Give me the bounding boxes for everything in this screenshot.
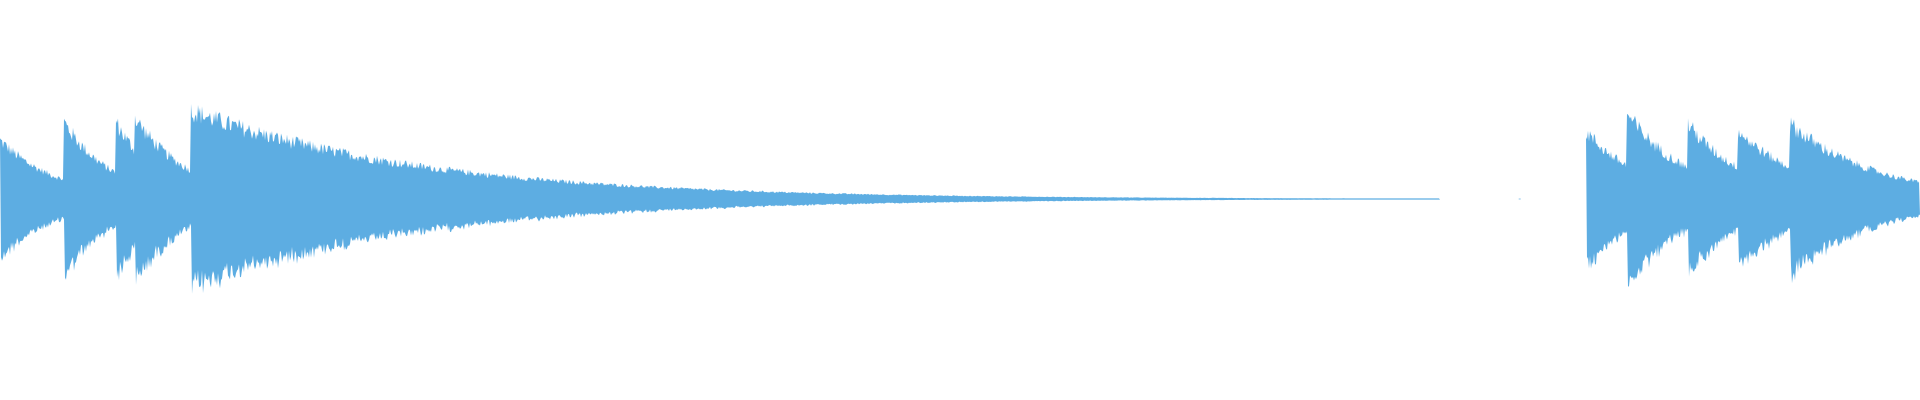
- waveform-dot: [1167, 198, 1170, 200]
- waveform-dot: [1518, 198, 1521, 200]
- waveform-dot: [1144, 198, 1147, 200]
- waveform-bars: [0, 103, 1920, 294]
- waveform-dot: [1159, 198, 1162, 200]
- waveform-dot: [1136, 198, 1139, 200]
- waveform-dot: [1152, 198, 1154, 200]
- waveform-segment: [1586, 113, 1920, 287]
- waveform-dot: [1129, 198, 1131, 200]
- waveform-segment: [0, 103, 1440, 294]
